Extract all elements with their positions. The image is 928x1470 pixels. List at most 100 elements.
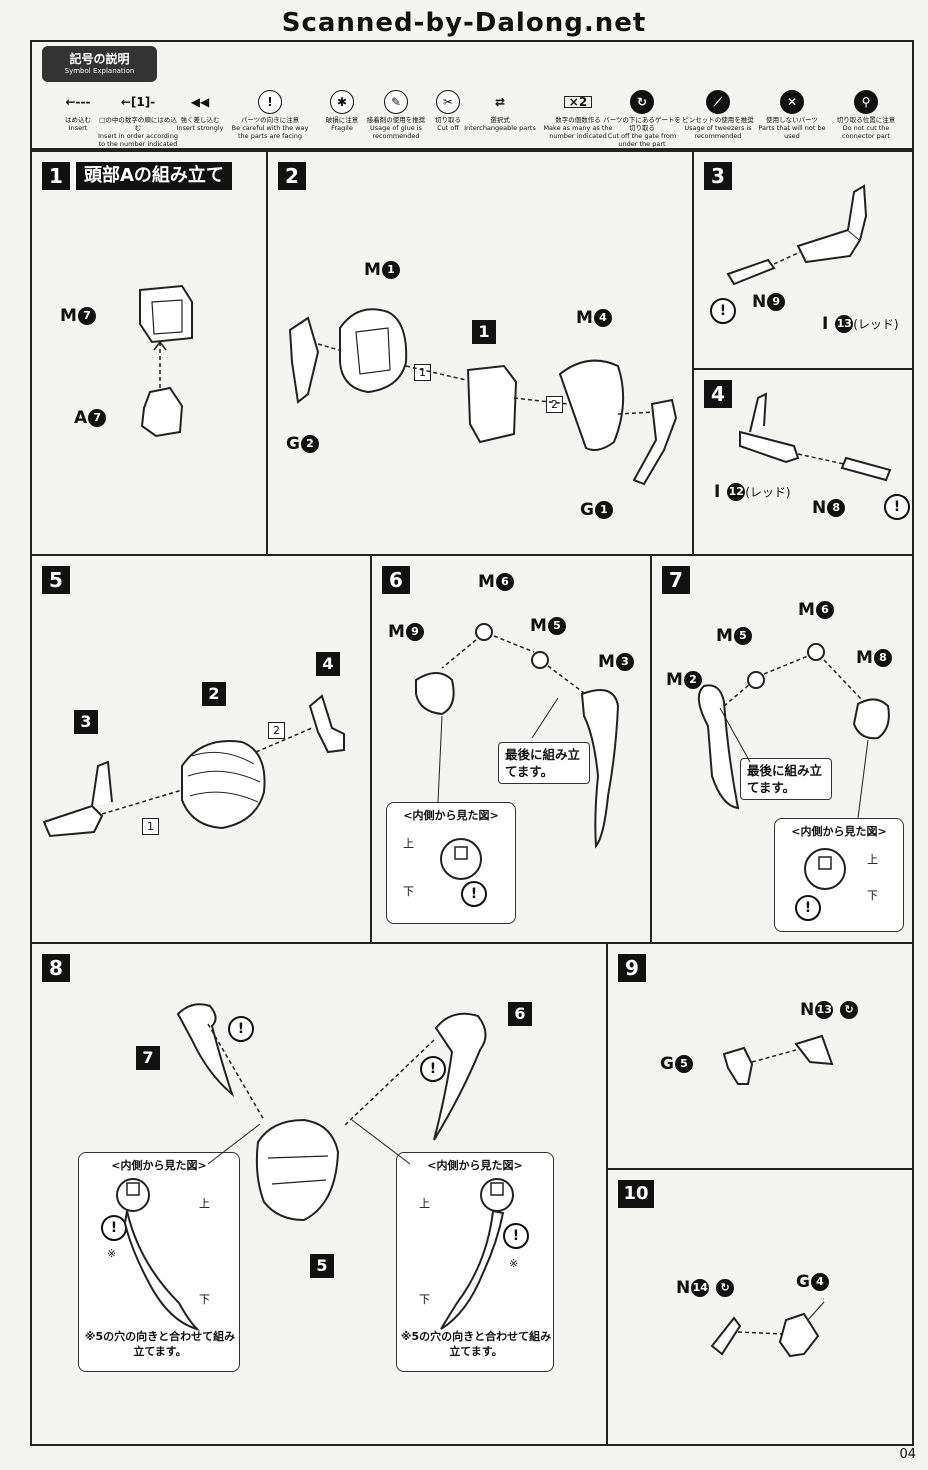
legend-symbol-en: Cut off the gate from under the part: [607, 132, 677, 148]
order-box-2: 2: [546, 396, 563, 413]
step-8-panel: 8 7 6 5 ! ! <内側から見た図> 上 下 ※ ! ※5の穴の向きと合わ…: [30, 942, 608, 1446]
step-5-panel: 5 2 3 4 1 2: [30, 554, 372, 944]
caution-icon: !: [884, 494, 910, 520]
inner-view-inset: <内側から見た図> 上 下 !: [386, 802, 516, 924]
caution-icon: !: [503, 1223, 529, 1249]
order-box-2: 2: [268, 722, 285, 739]
legend-symbol-jp: 強く差し込む: [180, 116, 220, 124]
label-down: 下: [867, 889, 878, 902]
inset-diagram: [804, 848, 846, 890]
watermark-text: Scanned-by-Dalong.net: [281, 8, 647, 38]
caution-icon: !: [795, 895, 821, 921]
step-5-diagram: [42, 694, 345, 838]
step-6-diagram: [415, 623, 620, 849]
glue-icon: ✎: [356, 88, 436, 116]
label-down: 下: [403, 885, 414, 898]
step-title: 頭部Aの組み立て: [74, 162, 232, 190]
legend-symbol-jp: 使用しないパーツ: [766, 116, 818, 124]
fragile-icon: ✱: [302, 88, 382, 116]
label-up: 上: [867, 853, 878, 866]
part-label-i12: I 12(レッド): [714, 482, 791, 502]
part-label-i13: I 13(レッド): [822, 314, 899, 334]
inner-view-inset: <内側から見た図> 上 下 !: [774, 818, 904, 932]
step-3-diagram: [726, 184, 868, 286]
legend-symbol-en: Do not cut the connector part: [842, 124, 890, 140]
inset-title: <内側から見た図>: [111, 1159, 207, 1172]
step-7-diagram: [697, 643, 890, 819]
cut-off-icon: ✂: [408, 88, 488, 116]
assemble-last-note: 最後に組み立てます。: [498, 742, 590, 784]
gate-cut-icon: ↻: [602, 88, 682, 116]
step-number: 9: [618, 954, 646, 982]
inner-view-inset-left: <内側から見た図> 上 下 ※ ! ※5の穴の向きと合わせて組み立てます。: [78, 1152, 240, 1372]
inset-title: <内側から見た図>: [427, 1159, 523, 1172]
legend-symbol-en: Parts that will not be used: [758, 124, 826, 140]
subassembly-number-6: 6: [508, 1002, 532, 1026]
label-down: 下: [199, 1293, 210, 1306]
legend-title: 記号の説明 Symbol Explanation: [42, 46, 157, 82]
legend-symbol-jp: 切り取る位置に注意: [836, 116, 896, 124]
legend-symbol-en: Cut off: [437, 124, 459, 132]
inset-diagram: [440, 1178, 514, 1330]
legend-title-jp: 記号の説明: [69, 52, 130, 66]
legend-symbol-en: Make as many as the number indicated: [543, 124, 613, 140]
label-up: 上: [403, 837, 414, 850]
caution-icon: !: [228, 1016, 254, 1042]
order-box-1: 1: [414, 364, 431, 381]
step-4-diagram: [739, 392, 892, 482]
caution-icon: !: [710, 298, 736, 324]
legend-symbol-en: Interchangeable parts: [464, 124, 536, 132]
step-number: 8: [42, 954, 70, 982]
inset-diagram: [440, 838, 482, 880]
subassembly-number: 1: [472, 320, 496, 344]
step-number: 2: [278, 162, 306, 190]
unused-x-icon: ✕: [752, 88, 832, 116]
interchangeable-icon: ⇄: [494, 95, 506, 109]
subassembly-number-5: 5: [310, 1254, 334, 1278]
inner-view-inset-right: <内側から見た図> 上 下 ※ ! ※5の穴の向きと合わせて組み立てます。: [396, 1152, 554, 1372]
legend-symbol-en: Insert strongly: [176, 124, 224, 132]
step-number: 10: [618, 1180, 654, 1208]
step-8-diagram: [176, 1003, 487, 1222]
legend-symbol-jp: はめ込む: [65, 116, 91, 124]
step-9-diagram: [722, 1034, 834, 1085]
step-number: 6: [382, 566, 410, 594]
reference-mark: ※: [509, 1257, 519, 1270]
label-up: 上: [419, 1197, 430, 1210]
legend-symbol-jp: 数字の個数作る: [555, 116, 601, 124]
page-number: 04: [899, 1447, 916, 1462]
inset-diagram: [116, 1178, 201, 1332]
legend-symbol-en: Usage of tweezers is recommended: [684, 124, 752, 140]
step-number: 1: [42, 162, 70, 190]
subassembly-number-4: 4: [316, 652, 340, 676]
